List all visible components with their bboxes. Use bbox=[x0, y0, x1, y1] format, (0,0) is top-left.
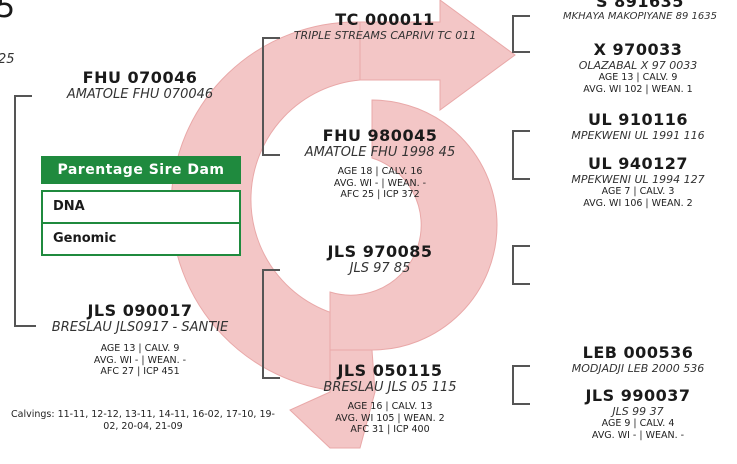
node-stat: AFC 31 | ICP 400 bbox=[290, 424, 490, 436]
bracket-line bbox=[512, 15, 514, 53]
node-name: JLS 97 85 bbox=[280, 261, 480, 276]
node-stat: AGE 16 | CALV. 13 bbox=[290, 401, 490, 413]
node-stat: AVG. WI 106 | WEAN. 2 bbox=[548, 198, 728, 210]
bracket-line bbox=[262, 269, 280, 271]
node-code: TC 000011 bbox=[270, 10, 500, 29]
node-stat: AVG. WI - | WEAN. - bbox=[548, 430, 728, 442]
node-name: MPEKWENI UL 1991 116 bbox=[548, 129, 728, 142]
bracket-line bbox=[262, 37, 264, 156]
node-code: UL 910116 bbox=[548, 110, 728, 129]
node-code: S 891635 bbox=[540, 0, 737, 11]
bracket-line bbox=[14, 95, 32, 97]
node-code: UL 940127 bbox=[548, 154, 728, 173]
node-jls090017: JLS 090017 BRESLAU JLS0917 - SANTIE AGE … bbox=[20, 301, 260, 378]
bracket-line bbox=[14, 95, 16, 327]
legend-row-genomic[interactable]: Genomic bbox=[41, 224, 241, 256]
node-code: FHU 070046 bbox=[40, 68, 240, 87]
node-jls990037: JLS 990037 JLS 99 37 AGE 9 | CALV. 4 AVG… bbox=[548, 386, 728, 441]
node-stat: AVG. WI - | WEAN. - bbox=[20, 355, 260, 367]
node-name: AMATOLE FHU 1998 45 bbox=[280, 145, 480, 160]
calvings-text: Calvings: 11-11, 12-12, 13-11, 14-11, 16… bbox=[8, 409, 278, 432]
node-name: BRESLAU JLS 05 115 bbox=[290, 380, 490, 395]
bracket-line bbox=[262, 269, 264, 379]
node-stat: AGE 13 | CALV. 9 bbox=[548, 72, 728, 84]
node-code: JLS 050115 bbox=[290, 361, 490, 380]
bracket-line bbox=[512, 178, 530, 180]
node-code: JLS 970085 bbox=[280, 242, 480, 261]
bracket-line bbox=[512, 365, 514, 405]
partial-digit: 5 bbox=[0, 0, 16, 25]
node-stat: AGE 13 | CALV. 9 bbox=[20, 343, 260, 355]
node-jls050115: JLS 050115 BRESLAU JLS 05 115 AGE 16 | C… bbox=[290, 361, 490, 436]
node-s891635: S 891635 MKHAYA MAKOPIYANE 89 1635 bbox=[540, 0, 737, 22]
node-name: BRESLAU JLS0917 - SANTIE bbox=[20, 320, 260, 335]
legend-header: Parentage Sire Dam bbox=[41, 156, 241, 184]
node-code: X 970033 bbox=[548, 40, 728, 59]
node-name: MPEKWENI UL 1994 127 bbox=[548, 173, 728, 186]
node-fhu980045: FHU 980045 AMATOLE FHU 1998 45 AGE 18 | … bbox=[280, 126, 480, 201]
partial-text: 25 bbox=[0, 52, 15, 67]
node-code: JLS 990037 bbox=[548, 386, 728, 405]
parentage-legend: Parentage Sire Dam DNA Genomic bbox=[41, 156, 241, 256]
node-jls970085: JLS 970085 JLS 97 85 bbox=[280, 242, 480, 276]
legend-row-dna[interactable]: DNA bbox=[41, 190, 241, 224]
bracket-line bbox=[512, 130, 530, 132]
node-ul940127: UL 940127 MPEKWENI UL 1994 127 AGE 7 | C… bbox=[548, 154, 728, 209]
node-fhu070046: FHU 070046 AMATOLE FHU 070046 bbox=[40, 68, 240, 102]
bracket-line bbox=[512, 365, 530, 367]
node-stat: AVG. WI 105 | WEAN. 2 bbox=[290, 413, 490, 425]
node-x970033: X 970033 OLAZABAL X 97 0033 AGE 13 | CAL… bbox=[548, 40, 728, 95]
node-ul910116: UL 910116 MPEKWENI UL 1991 116 bbox=[548, 110, 728, 142]
node-stat: AFC 25 | ICP 372 bbox=[280, 189, 480, 201]
bracket-line bbox=[512, 245, 530, 247]
bracket-line bbox=[262, 377, 280, 379]
bracket-line bbox=[512, 15, 530, 17]
bracket-line bbox=[512, 403, 530, 405]
node-tc000011: TC 000011 TRIPLE STREAMS CAPRIVI TC 011 bbox=[270, 10, 500, 42]
node-stat: AVG. WI 102 | WEAN. 1 bbox=[548, 84, 728, 96]
node-code: LEB 000536 bbox=[548, 343, 728, 362]
node-stat: AFC 27 | ICP 451 bbox=[20, 366, 260, 378]
bracket-line bbox=[262, 154, 280, 156]
node-code: FHU 980045 bbox=[280, 126, 480, 145]
node-stat: AGE 9 | CALV. 4 bbox=[548, 418, 728, 430]
bracket-line bbox=[512, 245, 514, 285]
node-name: JLS 99 37 bbox=[548, 405, 728, 418]
node-code: JLS 090017 bbox=[20, 301, 260, 320]
node-name: MKHAYA MAKOPIYANE 89 1635 bbox=[540, 11, 737, 22]
bracket-line bbox=[512, 283, 530, 285]
node-leb000536: LEB 000536 MODJADJI LEB 2000 536 bbox=[548, 343, 728, 375]
node-name: AMATOLE FHU 070046 bbox=[40, 87, 240, 102]
node-stat: AVG. WI - | WEAN. - bbox=[280, 178, 480, 190]
node-name: TRIPLE STREAMS CAPRIVI TC 011 bbox=[270, 29, 500, 42]
node-name: MODJADJI LEB 2000 536 bbox=[548, 362, 728, 375]
bracket-line bbox=[512, 130, 514, 180]
node-stat: AGE 18 | CALV. 16 bbox=[280, 166, 480, 178]
node-stat: AGE 7 | CALV. 3 bbox=[548, 186, 728, 198]
node-name: OLAZABAL X 97 0033 bbox=[548, 59, 728, 72]
bracket-line bbox=[512, 51, 530, 53]
